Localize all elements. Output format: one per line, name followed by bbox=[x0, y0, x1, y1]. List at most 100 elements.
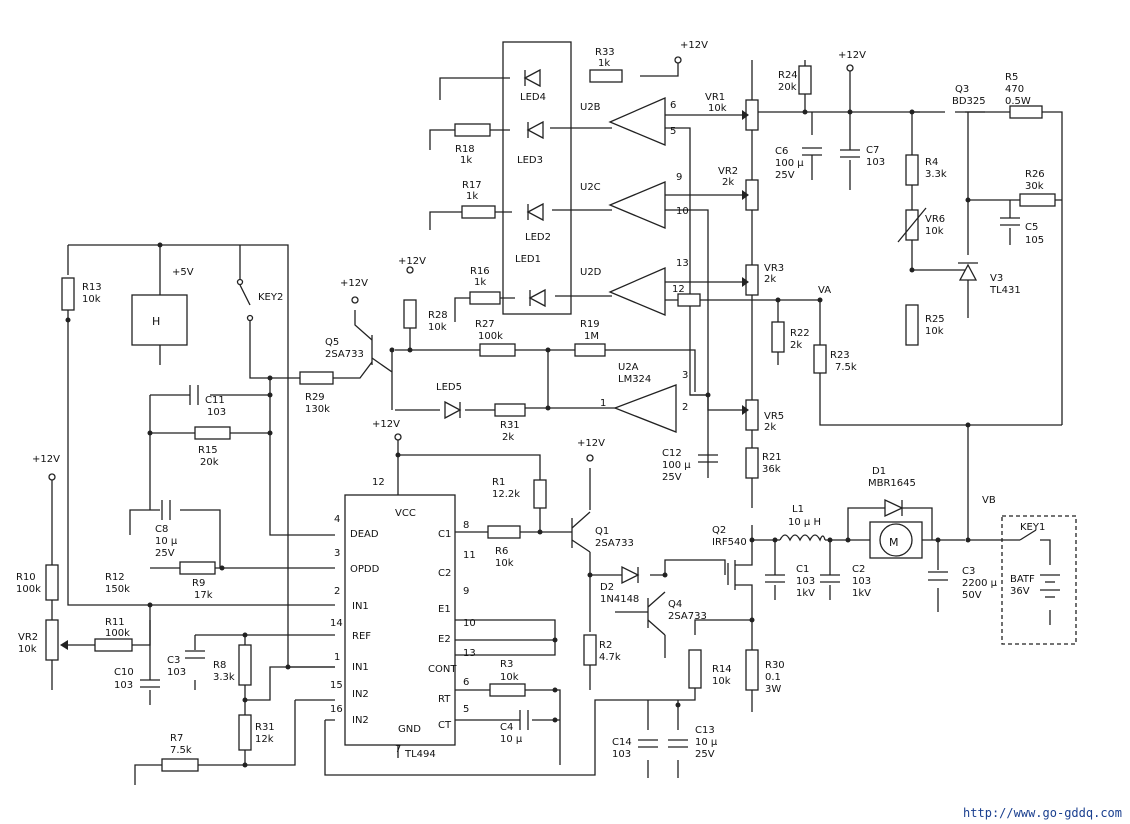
wires bbox=[51, 60, 1063, 785]
u2c-pin9: 9 bbox=[676, 172, 682, 183]
r12-value: 150k bbox=[105, 584, 130, 595]
r33-value: 1k bbox=[598, 58, 610, 69]
r16-label: R16 bbox=[470, 266, 490, 277]
r11-label: R11 bbox=[105, 617, 125, 628]
r7 bbox=[161, 758, 199, 772]
tl494-label: TL494 bbox=[404, 749, 436, 760]
d1-type: MBR1645 bbox=[868, 478, 916, 489]
r31a bbox=[494, 403, 526, 417]
vr6-value: 10k bbox=[925, 226, 944, 237]
c2 bbox=[820, 574, 840, 583]
r8-label: R8 bbox=[213, 660, 226, 671]
pin7: 7 bbox=[395, 744, 401, 755]
r16-value: 1k bbox=[474, 277, 486, 288]
c13-voltage: 25V bbox=[695, 749, 715, 760]
r1-label: R1 bbox=[492, 477, 505, 488]
led4: LED4 bbox=[520, 68, 546, 103]
r26-value: 30k bbox=[1025, 181, 1044, 192]
q3-label: Q3 bbox=[955, 84, 969, 95]
opdd-pin-label: OPDD bbox=[350, 564, 380, 575]
in1n-pin-label: IN1 bbox=[352, 662, 369, 673]
d2-type: 1N4148 bbox=[600, 594, 639, 605]
opamp-u2c: U2C 9 10 bbox=[580, 172, 689, 229]
r8 bbox=[238, 644, 252, 686]
c6 bbox=[802, 147, 822, 156]
battery-voltage: 36V bbox=[1010, 586, 1030, 597]
pin5: 5 bbox=[463, 704, 469, 715]
e2-pin-label: E2 bbox=[438, 634, 451, 645]
r25-label: R25 bbox=[925, 314, 945, 325]
vr2b-value: 10k bbox=[18, 644, 37, 655]
capacitors bbox=[140, 147, 1020, 748]
d1-label: D1 bbox=[872, 466, 886, 477]
c2-value: 103 bbox=[852, 576, 871, 587]
c8-voltage: 25V bbox=[155, 548, 175, 559]
rt-pin-label: RT bbox=[438, 694, 451, 705]
c5-label: C5 bbox=[1025, 222, 1038, 233]
q1-type: 2SA733 bbox=[595, 538, 634, 549]
c14-value: 103 bbox=[612, 749, 631, 760]
vr3-label: VR3 bbox=[764, 263, 784, 274]
opamp-u2d: U2D 13 12 bbox=[580, 258, 689, 316]
vr1-value: 10k bbox=[708, 103, 727, 114]
r30-value: 0.1 bbox=[765, 672, 781, 683]
in1p-pin-label: IN1 bbox=[352, 601, 369, 612]
u2d-pin12: 12 bbox=[672, 284, 685, 295]
r2 bbox=[583, 634, 597, 666]
c13-label: C13 bbox=[695, 725, 715, 736]
motor: M bbox=[869, 521, 923, 559]
r11 bbox=[94, 638, 133, 652]
r9-value: 17k bbox=[194, 590, 213, 601]
pin16: 16 bbox=[330, 704, 343, 715]
supply-label: +12V bbox=[32, 454, 60, 465]
c14 bbox=[638, 739, 658, 748]
r17 bbox=[461, 205, 496, 219]
source-watermark[interactable]: http://www.go-gddq.com bbox=[963, 806, 1122, 820]
u2d-label: U2D bbox=[580, 267, 602, 278]
resistors bbox=[45, 65, 1056, 772]
c8 bbox=[161, 500, 171, 520]
c4-value: 10 μ bbox=[500, 734, 523, 745]
supply-label: +12V bbox=[340, 278, 368, 289]
q3-type: BD325 bbox=[952, 96, 986, 107]
c3a-voltage: 50V bbox=[962, 590, 982, 601]
c8-label: C8 bbox=[155, 524, 168, 535]
v3-label: V3 bbox=[990, 273, 1003, 284]
gnd-pin-label: GND bbox=[398, 724, 421, 735]
r33-label: R33 bbox=[595, 47, 615, 58]
led1: LED1 bbox=[515, 254, 546, 308]
pin14: 14 bbox=[330, 618, 343, 629]
r24-value: 20k bbox=[778, 82, 797, 93]
pin11: 11 bbox=[463, 550, 476, 561]
r10 bbox=[45, 564, 59, 601]
r22 bbox=[771, 321, 785, 353]
r13 bbox=[61, 277, 75, 311]
vr5-label: VR5 bbox=[764, 411, 784, 422]
r10-label: R10 bbox=[16, 572, 36, 583]
r29 bbox=[299, 371, 334, 385]
cont-pin-label: CONT bbox=[428, 664, 457, 675]
r31b-label: R31 bbox=[255, 722, 275, 733]
r21-label: R21 bbox=[762, 452, 782, 463]
c3b-value: 103 bbox=[167, 667, 186, 678]
in2n-pin-label: IN2 bbox=[352, 715, 369, 726]
key2-label: KEY2 bbox=[258, 292, 283, 303]
c3b bbox=[185, 650, 205, 659]
key2-switch: KEY2 bbox=[236, 278, 283, 322]
vr5 bbox=[745, 399, 759, 431]
pin4: 4 bbox=[334, 514, 340, 525]
r22-value: 2k bbox=[790, 340, 802, 351]
vr5-value: 2k bbox=[764, 422, 776, 433]
c5 bbox=[1000, 217, 1020, 226]
vcc-pin-label: VCC bbox=[395, 508, 416, 519]
c12-voltage: 25V bbox=[662, 472, 682, 483]
r22-label: R22 bbox=[790, 328, 810, 339]
diode-d1 bbox=[884, 498, 904, 518]
tl431-v3 bbox=[958, 262, 978, 281]
r2-value: 4.7k bbox=[599, 652, 621, 663]
c3b-label: C3 bbox=[167, 655, 180, 666]
r19-label: R19 bbox=[580, 319, 600, 330]
battery-label: BATF bbox=[1010, 574, 1035, 585]
c3a-value: 2200 μ bbox=[962, 578, 998, 589]
transistor-q1 bbox=[571, 511, 591, 553]
